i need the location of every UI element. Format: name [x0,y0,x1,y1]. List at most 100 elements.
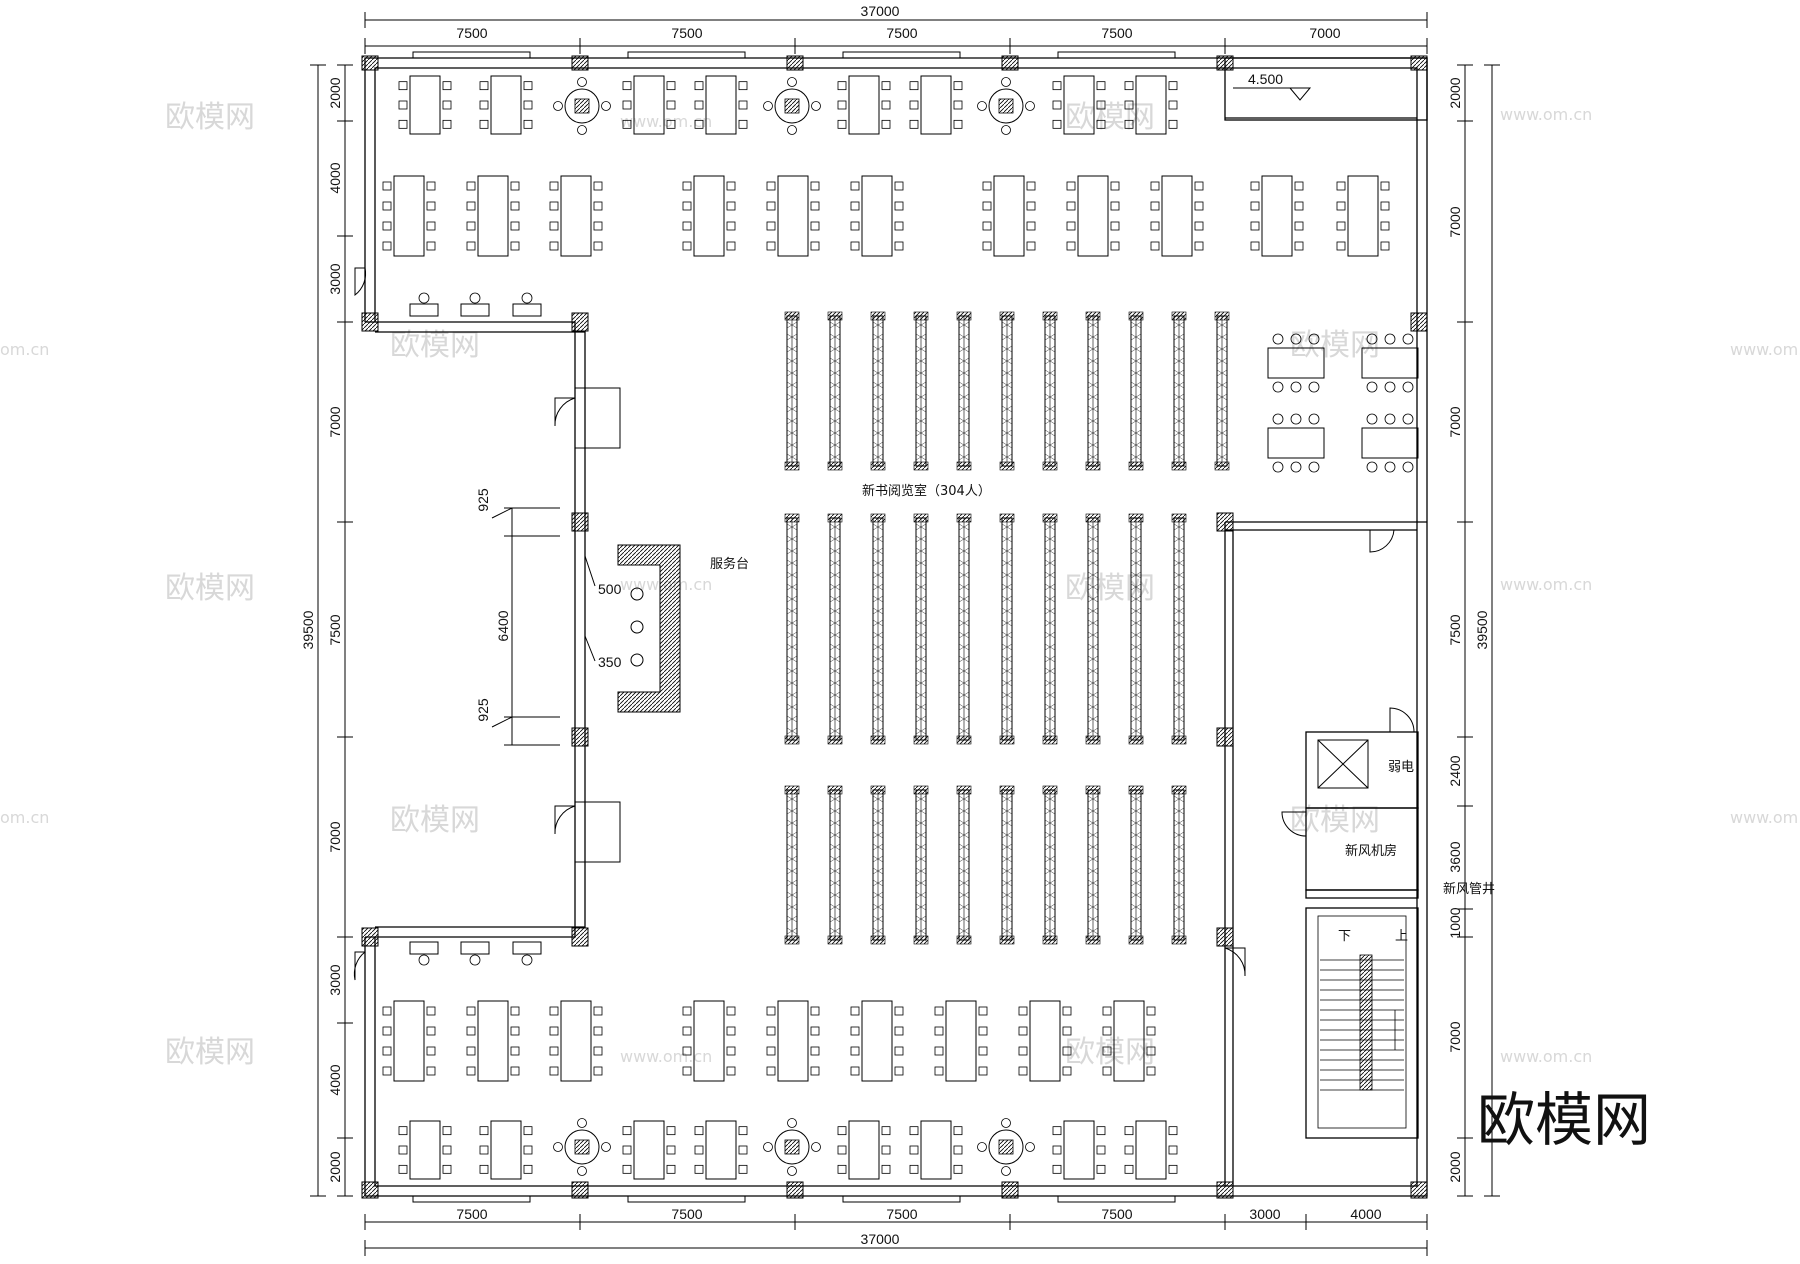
reading-table [850,175,904,257]
shelf-post [784,935,800,945]
watermark-text: 欧模网 [1065,100,1155,135]
chair [398,100,408,110]
shelf-post [1042,785,1058,795]
bookshelf [784,513,800,745]
chair [1272,413,1284,425]
shelf-post [1042,461,1058,471]
shelf-post [827,785,843,795]
chair [850,221,860,231]
chair [909,100,919,110]
dim-bottom: 7500 [886,1206,917,1222]
chair [549,181,559,191]
chair [1168,100,1178,110]
shelf-post [1085,513,1101,523]
chair [1250,201,1260,211]
chair [622,1145,632,1155]
chair [1124,81,1134,91]
chair [442,1145,452,1155]
chair [593,1046,603,1056]
bookshelf [1128,513,1144,745]
chair [1336,241,1346,251]
reading-table [682,1000,736,1082]
chair [1384,381,1396,393]
chair [850,241,860,251]
shelf-post [1128,461,1144,471]
chair [738,1145,748,1155]
chair [1272,461,1284,473]
chair [1001,125,1011,135]
chair [398,81,408,91]
chair [1110,201,1120,211]
dim-right: 2000 [1447,77,1463,108]
chair [810,181,820,191]
chair [953,100,963,110]
chair [466,241,476,251]
chair [666,1164,676,1174]
desk [512,941,542,966]
round-table [553,1118,611,1176]
shelf-post [1042,735,1058,745]
service-desk [617,544,681,713]
chair [1336,181,1346,191]
chair [1402,333,1414,345]
bookshelf [827,785,843,945]
chair [1062,1026,1072,1036]
dim-right: 7000 [1447,1021,1463,1052]
chair [1150,181,1160,191]
chair [738,100,748,110]
chair [787,1166,797,1176]
shelf-post [999,735,1015,745]
chair [1146,1006,1156,1016]
shelf-post [1214,311,1230,321]
chair [894,1046,904,1056]
chair [442,1126,452,1136]
chair [1052,1145,1062,1155]
chair [466,221,476,231]
chair [978,1006,988,1016]
chair [442,100,452,110]
chair [593,1066,603,1076]
dim-bottom: 7500 [671,1206,702,1222]
chair [1001,1118,1011,1128]
watermark-text: 欧模网 [390,328,480,363]
chair [881,1126,891,1136]
chair [1052,1126,1062,1136]
chair [810,221,820,231]
chair [577,77,587,87]
chair [1124,1145,1134,1155]
watermark-text: www.om.cn [1730,808,1800,827]
bookshelf [1128,785,1144,945]
chair [894,1006,904,1016]
chair [1294,241,1304,251]
watermark-layer: 欧模网 欧模网 欧模网 欧模网 欧模网 欧模网 欧模网 欧模网 欧模网 欧模网 … [0,100,1800,1070]
dim-left: 7500 [327,614,343,645]
shelf-post [784,513,800,523]
shelf-post [956,311,972,321]
shelf-post [870,311,886,321]
chair [1294,181,1304,191]
reading-table [1267,413,1325,473]
reading-room-label: 新书阅览室（304人） [862,483,991,499]
chair [601,1142,611,1152]
reading-table [1124,75,1178,135]
dim-right: 7000 [1447,206,1463,237]
chair [894,181,904,191]
chair [622,119,632,129]
chair [982,201,992,211]
chair [1150,201,1160,211]
bookshelf [956,311,972,471]
chair [549,241,559,251]
chair [1018,1006,1028,1016]
watermark-text: 欧模网 [1290,328,1380,363]
chair [1380,201,1390,211]
chair [766,1006,776,1016]
chair [510,181,520,191]
chair [881,81,891,91]
shelf-post [999,785,1015,795]
chair [953,1164,963,1174]
chair [622,1126,632,1136]
reading-table [479,75,533,135]
chair [1052,119,1062,129]
bookshelf [956,785,972,945]
chair [1290,461,1302,473]
